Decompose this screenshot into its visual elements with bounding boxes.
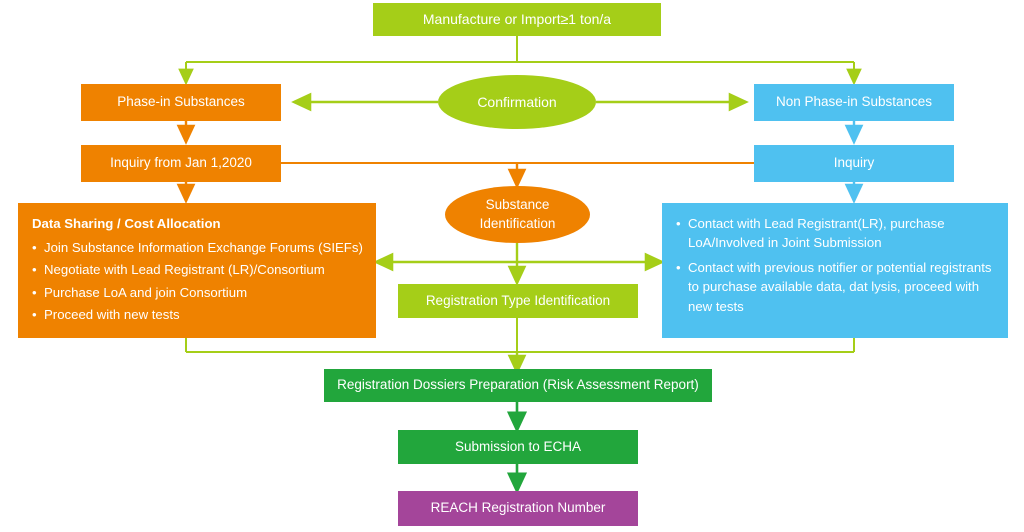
node-registration-dossiers-label: Registration Dossiers Preparation (Risk … (337, 377, 699, 393)
node-data-sharing-bullet-list: Join Substance Information Exchange Foru… (32, 240, 363, 330)
node-data-sharing-heading: Data Sharing / Cost Allocation (32, 216, 221, 231)
node-submission-to-echa-label: Submission to ECHA (454, 438, 582, 454)
list-item: Join Substance Information Exchange Foru… (32, 240, 363, 257)
node-reach-registration-number-label: REACH Registration Number (430, 500, 606, 516)
list-item: Negotiate with Lead Registrant (LR)/Cons… (32, 262, 363, 279)
node-phase-in-substances-label: Phase-in Substances (117, 94, 245, 110)
node-non-phase-in-substances[interactable]: Non Phase-in Substances (754, 84, 954, 121)
list-item: Purchase LoA and join Consortium (32, 285, 363, 302)
node-registration-dossiers[interactable]: Registration Dossiers Preparation (Risk … (324, 369, 712, 402)
node-inquiry-from-jan[interactable]: Inquiry from Jan 1,2020 (81, 145, 281, 182)
node-confirmation[interactable]: Confirmation (438, 75, 596, 129)
node-start-label: Manufacture or Import≥1 ton/a (422, 10, 612, 27)
node-phase-in-substances[interactable]: Phase-in Substances (81, 84, 281, 121)
node-start[interactable]: Manufacture or Import≥1 ton/a (373, 3, 661, 36)
node-reach-registration-number[interactable]: REACH Registration Number (398, 491, 638, 526)
node-substance-identification-line2: Identification (479, 215, 556, 231)
list-item: Proceed with new tests (32, 307, 363, 324)
node-inquiry-label: Inquiry (833, 155, 875, 171)
node-registration-type-identification[interactable]: Registration Type Identification (398, 284, 638, 318)
node-confirmation-label: Confirmation (477, 93, 557, 110)
node-data-sharing[interactable]: Data Sharing / Cost Allocation Join Subs… (18, 203, 376, 338)
node-substance-identification-line1: Substance (485, 197, 550, 213)
list-item: Contact with Lead Registrant(LR), purcha… (676, 214, 996, 252)
node-inquiry[interactable]: Inquiry (754, 145, 954, 182)
node-inquiry-from-jan-label: Inquiry from Jan 1,2020 (110, 155, 252, 171)
node-non-phase-in-substances-label: Non Phase-in Substances (775, 94, 933, 110)
node-non-phase-actions-bullet-list: Contact with Lead Registrant(LR), purcha… (676, 214, 996, 322)
node-substance-identification[interactable]: Substance Identification (445, 186, 590, 243)
node-submission-to-echa[interactable]: Submission to ECHA (398, 430, 638, 464)
node-registration-type-identification-label: Registration Type Identification (425, 292, 611, 308)
list-item: Contact with previous notifier or potent… (676, 258, 996, 315)
node-non-phase-actions[interactable]: Contact with Lead Registrant(LR), purcha… (662, 203, 1008, 338)
